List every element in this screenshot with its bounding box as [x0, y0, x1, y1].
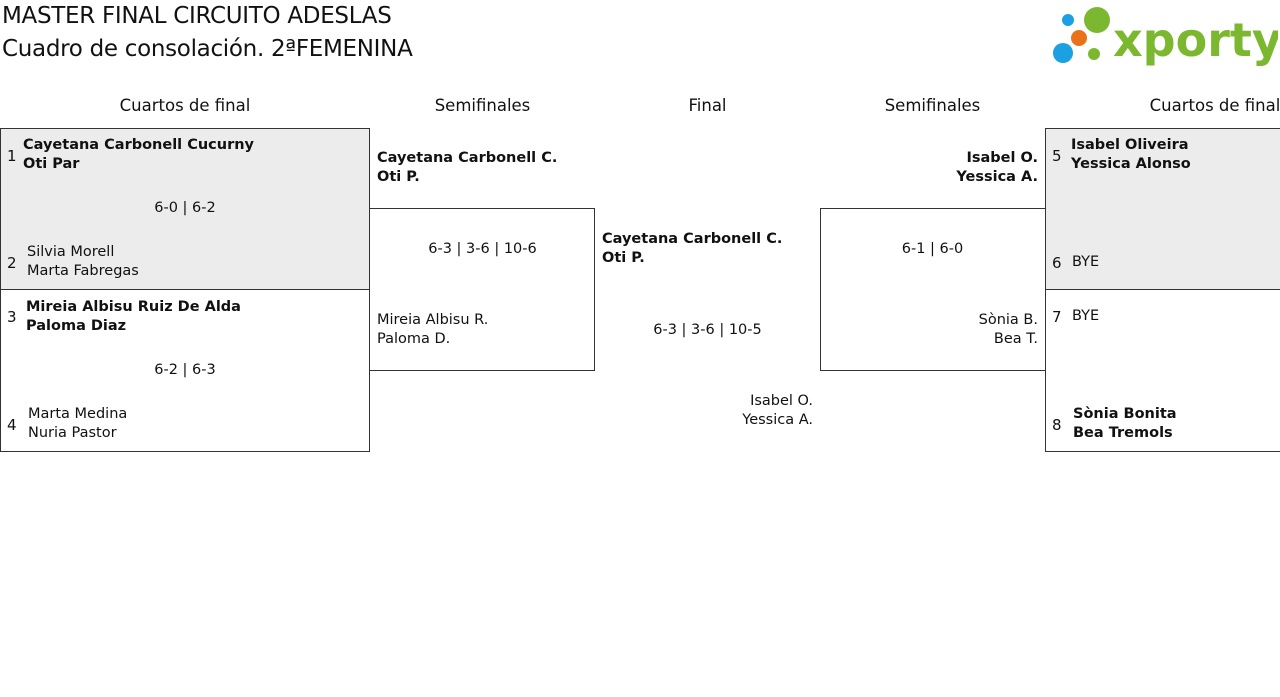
- team-1-player-1: Cayetana Carbonell Cucurny: [23, 137, 255, 153]
- seed-number: 6: [1052, 254, 1062, 272]
- sf-left-bottom-player-1: Mireia Albisu R.: [377, 312, 489, 328]
- final-winner-player-1: Cayetana Carbonell C.: [602, 231, 783, 247]
- logo-text: xporty: [1113, 13, 1278, 67]
- seed-number: 1: [7, 147, 17, 165]
- seed-number: 3: [7, 308, 17, 326]
- team-2-player-2: Marta Fabregas: [27, 263, 139, 279]
- sf-right-bottom-player-2: Bea T.: [993, 331, 1038, 347]
- final-winner-player-2: Oti P.: [602, 250, 645, 266]
- team-1-player-2: Oti Par: [23, 156, 80, 172]
- page-subtitle: Cuadro de consolación. 2ªFEMENINA: [2, 36, 413, 62]
- team-4-player-1: Marta Medina: [28, 406, 128, 422]
- sf-right-bottom-player-1: Sònia B.: [978, 312, 1038, 328]
- team-3-player-1: Mireia Albisu Ruiz De Alda: [26, 299, 241, 315]
- logo-dot-green-big: [1084, 7, 1110, 33]
- sf-right-top-player-2: Yessica A.: [956, 169, 1038, 185]
- seed-number: 7: [1052, 308, 1062, 326]
- team-7-bye: BYE: [1072, 308, 1100, 324]
- sf-left-top-player-1: Cayetana Carbonell C.: [377, 150, 558, 166]
- team-5-player-2: Yessica Alonso: [1071, 156, 1191, 172]
- round-header-left-qf: Cuartos de final: [119, 96, 251, 115]
- sf-left-top-player-2: Oti P.: [377, 169, 420, 185]
- team-4-player-2: Nuria Pastor: [28, 425, 117, 441]
- sf-right-top-player-1: Isabel O.: [966, 150, 1038, 166]
- qf2-score: 6-2 | 6-3: [154, 362, 216, 378]
- match-box-qf1: [0, 128, 370, 290]
- seed-number: 5: [1052, 147, 1062, 165]
- sf-left-score: 6-3 | 3-6 | 10-6: [428, 241, 537, 257]
- final-runner-up-player-1: Isabel O.: [750, 393, 813, 409]
- page-title: MASTER FINAL CIRCUITO ADESLAS: [2, 3, 392, 29]
- logo-dot-blue-small: [1062, 14, 1074, 26]
- logo-dot-blue-big: [1053, 43, 1073, 63]
- sf-right-score: 6-1 | 6-0: [901, 241, 964, 257]
- seed-number: 4: [7, 416, 17, 434]
- final-score: 6-3 | 3-6 | 10-5: [653, 322, 762, 338]
- seed-number: 2: [7, 254, 17, 272]
- sf-left-bottom-player-2: Paloma D.: [377, 331, 451, 347]
- team-8-player-1: Sònia Bonita: [1073, 406, 1177, 422]
- round-header-right-qf: Cuartos de final: [1149, 96, 1280, 115]
- round-header-left-sf: Semifinales: [434, 96, 531, 115]
- round-header-final: Final: [688, 96, 727, 115]
- round-header-right-sf: Semifinales: [884, 96, 981, 115]
- logo-dot-green-small: [1088, 48, 1100, 60]
- qf1-score: 6-0 | 6-2: [154, 200, 216, 216]
- team-2-player-1: Silvia Morell: [27, 244, 115, 260]
- xporty-logo: xporty: [1053, 7, 1278, 67]
- match-box-sf-right: [820, 208, 1046, 371]
- final-runner-up-player-2: Yessica A.: [742, 412, 813, 428]
- team-8-player-2: Bea Tremols: [1073, 425, 1173, 441]
- seed-number: 8: [1052, 416, 1062, 434]
- team-3-player-2: Paloma Diaz: [26, 318, 127, 334]
- match-box-qf3: [1045, 128, 1280, 290]
- team-5-player-1: Isabel Oliveira: [1071, 137, 1189, 153]
- match-box-sf-left: [369, 208, 595, 371]
- team-6-bye: BYE: [1072, 254, 1100, 270]
- logo-dot-orange: [1071, 30, 1087, 46]
